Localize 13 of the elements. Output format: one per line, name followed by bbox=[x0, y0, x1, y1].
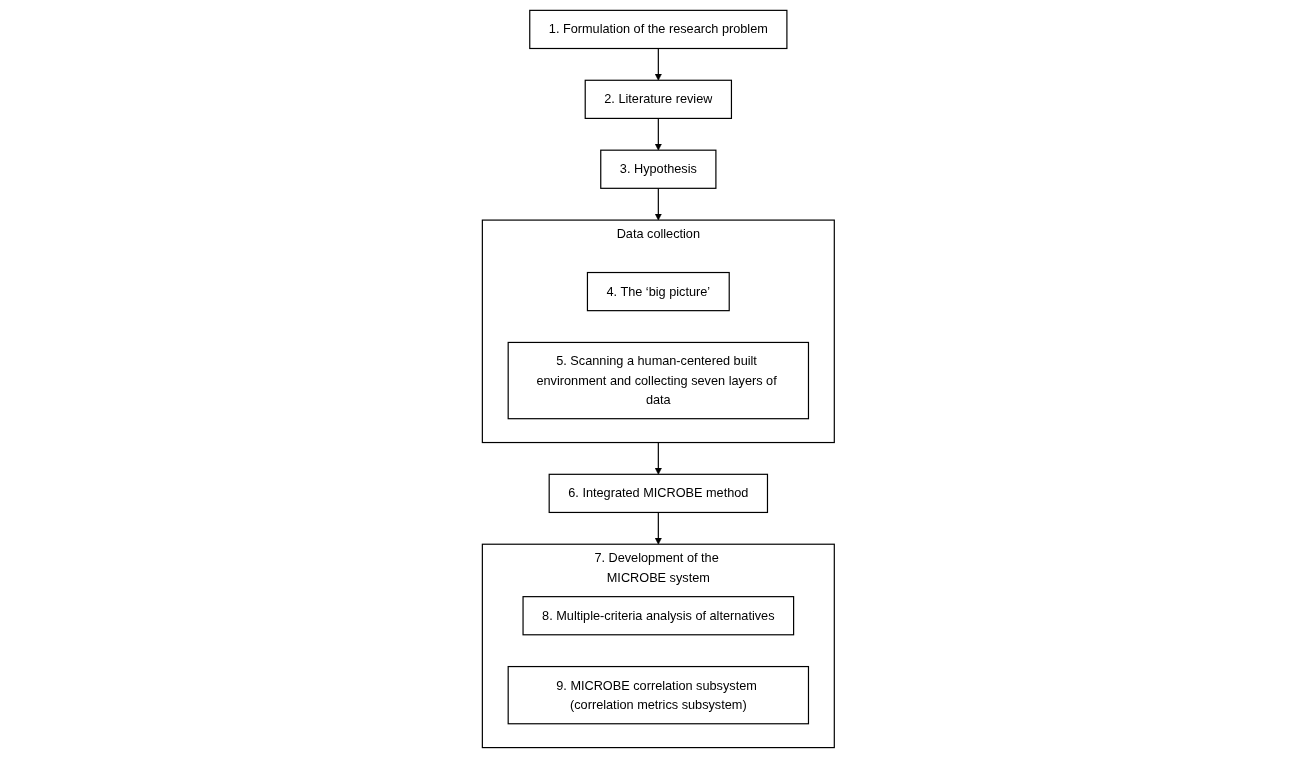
node-box: 9. MICROBE correlation subsystem (correlation metrics subsystem) bbox=[507, 666, 809, 725]
node-box: 3. Hypothesis bbox=[599, 149, 717, 189]
node-box: 6. Integrated MICROBE method bbox=[548, 473, 768, 514]
arrow bbox=[654, 47, 662, 81]
arrow bbox=[654, 187, 662, 221]
node-box: 2. Literature review bbox=[584, 79, 732, 119]
arrow bbox=[654, 511, 662, 545]
node-box: 1. Formulation of the research problem bbox=[528, 9, 788, 50]
node-box: 5. Scanning a human-centered built environment and collecting seven layers of data bbox=[507, 341, 809, 420]
node-box: 4. The ‘big picture’ bbox=[586, 271, 730, 312]
arrow bbox=[654, 117, 662, 151]
node-box: 8. Multiple-criteria analysis of alternatives bbox=[522, 596, 794, 636]
arrow bbox=[654, 441, 662, 475]
